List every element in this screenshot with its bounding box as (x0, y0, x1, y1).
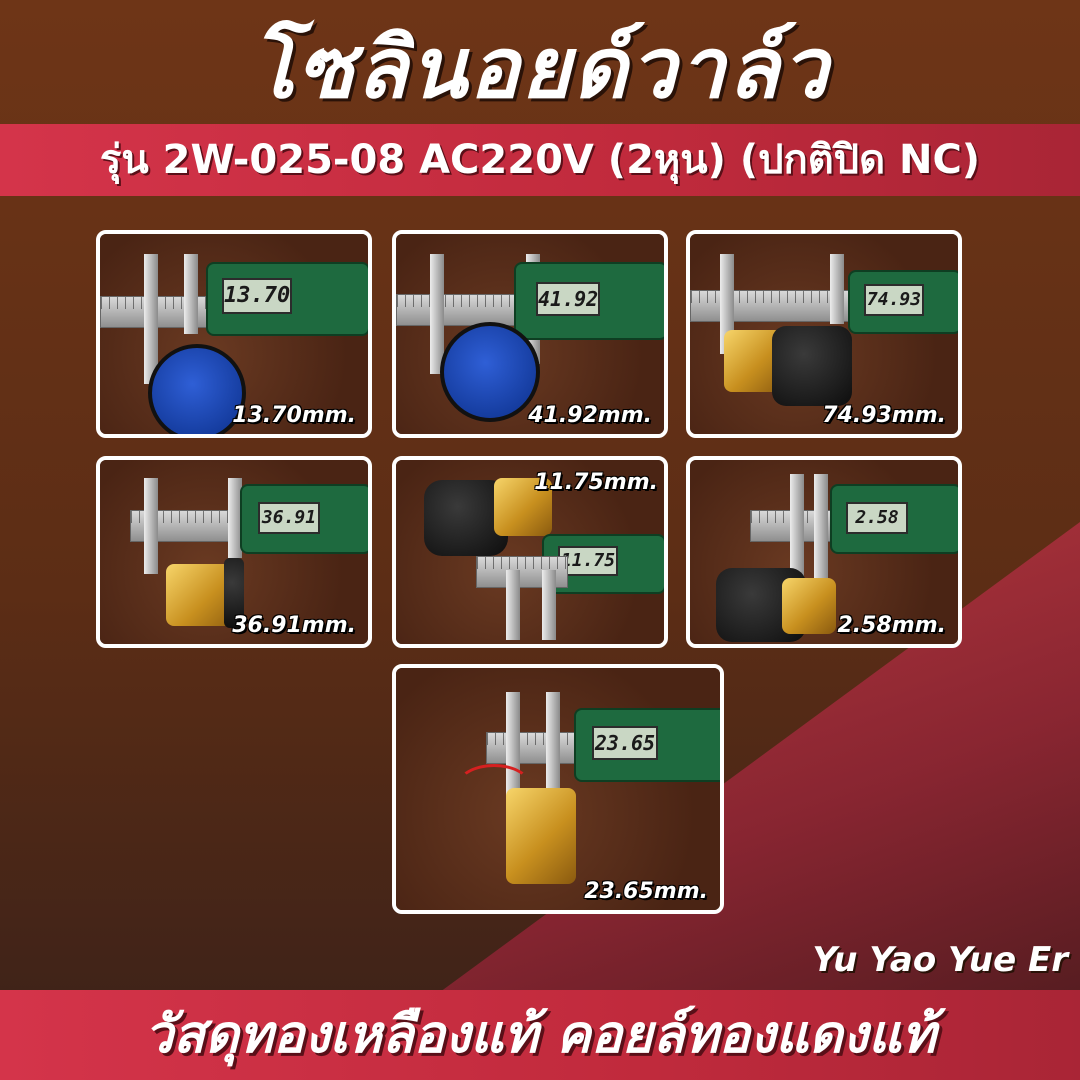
measurement-photo-7: 23.65 23.65mm. (392, 664, 724, 914)
caliper-display: 74.93 (864, 284, 924, 316)
subtitle-banner: รุ่น 2W-025-08 AC220V (2หุน) (ปกติปิด NC… (0, 124, 1080, 196)
measurement-photo-6: 2.58 2.58mm. (686, 456, 962, 648)
material-tagline: วัสดุทองเหลืองแท้ คอยล์ทองแดงแท้ (144, 1005, 936, 1065)
caliper-display: 13.70 (222, 278, 292, 314)
model-subtitle: รุ่น 2W-025-08 AC220V (2หุน) (ปกติปิด NC… (99, 137, 981, 183)
caliper-display: 11.75 (558, 546, 618, 576)
caliper-display: 36.91 (258, 502, 320, 534)
measurement-caption: 23.65mm. (584, 879, 708, 904)
caliper-display: 2.58 (846, 502, 908, 534)
footer-banner: วัสดุทองเหลืองแท้ คอยล์ทองแดงแท้ (0, 990, 1080, 1080)
brand-name: Yu Yao Yue Er (812, 940, 1068, 980)
caliper-display: 41.92 (536, 282, 600, 316)
measurement-caption: 11.75mm. (534, 470, 658, 495)
caliper-display: 23.65 (592, 726, 658, 760)
measurement-photo-2: 41.92 41.92mm. (392, 230, 668, 438)
measurement-photo-1: 13.70 13.70mm. (96, 230, 372, 438)
measurement-photo-4: 36.91 36.91mm. (96, 456, 372, 648)
measurement-caption: 74.93mm. (822, 403, 946, 428)
measurement-caption: 41.92mm. (528, 403, 652, 428)
measurement-caption: 2.58mm. (837, 613, 947, 638)
measurement-caption: 36.91mm. (232, 613, 356, 638)
page-title: โซลินอยด์วาล์ว (249, 19, 831, 117)
measurement-photo-3: 74.93 74.93mm. (686, 230, 962, 438)
measurement-caption: 13.70mm. (232, 403, 356, 428)
measurement-photo-5: 11.75 11.75mm. (392, 456, 668, 648)
